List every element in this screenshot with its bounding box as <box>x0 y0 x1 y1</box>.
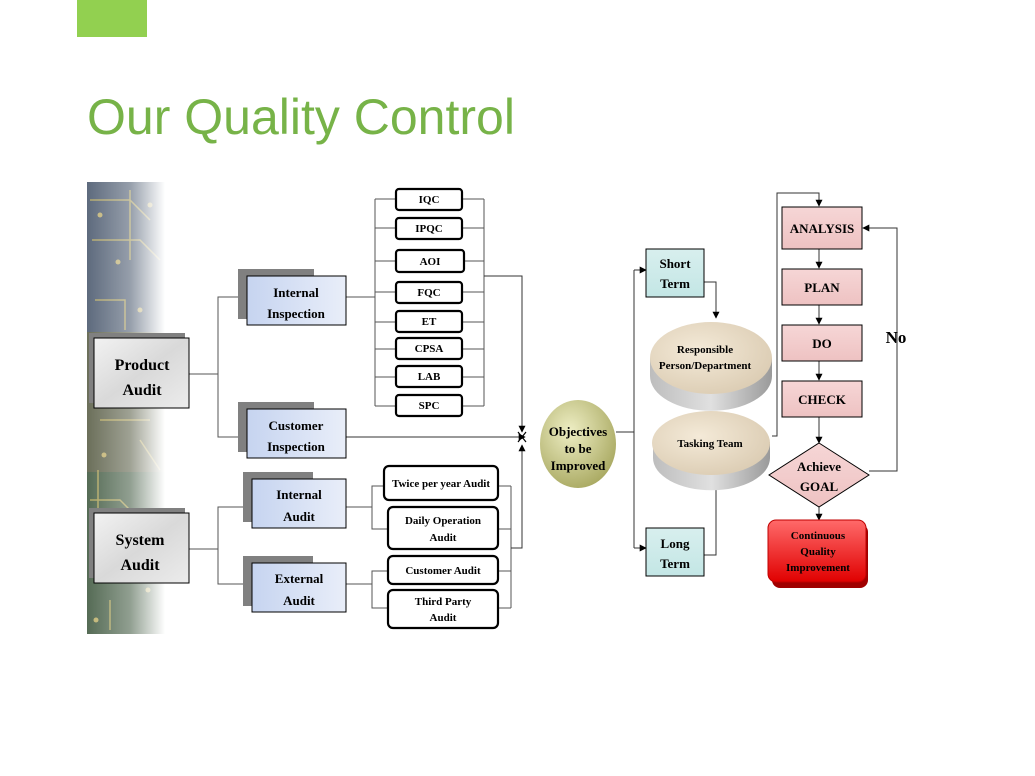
objectives-line3: Improved <box>551 458 606 473</box>
objectives-node: Objectives to be Improved <box>540 400 616 488</box>
responsible-disc: Responsible Person/Department <box>650 322 772 411</box>
check-label-ipqc: IPQC <box>415 223 443 235</box>
internal-inspection-line2: Inspection <box>267 306 326 321</box>
external-audit-line2: Audit <box>283 593 315 608</box>
analysis-label: ANALYSIS <box>790 221 855 236</box>
check-box: CHECK <box>781 380 863 418</box>
check-box-et: ET <box>394 309 464 334</box>
check-label-fqc: FQC <box>417 287 440 299</box>
customer-inspection-line2: Inspection <box>267 439 326 454</box>
check-label-spc: SPC <box>419 400 440 412</box>
tasking-team-disc: Tasking Team <box>652 411 770 491</box>
achieve-goal-line2: GOAL <box>800 479 839 494</box>
daily-operation-line2: Audit <box>430 532 457 544</box>
do-label: DO <box>812 336 832 351</box>
check-box-iqc: IQC <box>394 187 464 212</box>
twice-per-year-audit-label: Twice per year Audit <box>392 478 490 490</box>
product-audit-box: Product Audit <box>89 333 190 409</box>
objectives-line2: to be <box>564 441 591 456</box>
product-audit-line1: Product <box>115 357 170 374</box>
external-audit-box: External Audit <box>243 556 347 613</box>
continuous-improvement-line1: Continuous <box>791 530 846 542</box>
check-box-ipqc: IPQC <box>394 216 464 241</box>
customer-audit-label: Customer Audit <box>405 565 481 577</box>
plan-box: PLAN <box>781 268 863 306</box>
check-box-fqc: FQC <box>394 280 464 305</box>
internal-inspection-box: Internal Inspection <box>238 269 347 326</box>
third-party-line2: Audit <box>430 612 457 624</box>
external-audit-line1: External <box>275 571 324 586</box>
daily-operation-line1: Daily Operation <box>405 515 481 527</box>
check-label-aoi: AOI <box>420 256 441 268</box>
do-box: DO <box>781 324 863 362</box>
continuous-improvement-line2: Quality <box>800 546 836 558</box>
analysis-box: ANALYSIS <box>781 206 863 250</box>
slide-title: Our Quality Control <box>87 89 515 145</box>
system-audit-line2: Audit <box>120 557 160 574</box>
short-term-box: Short Term <box>645 248 705 298</box>
product-audit-line2: Audit <box>122 382 162 399</box>
long-term-line2: Term <box>660 556 690 571</box>
diagram-content: Product Audit System Audit Internal Insp… <box>89 187 907 630</box>
check-label: CHECK <box>798 392 847 407</box>
accent-bar <box>77 0 147 37</box>
system-audit-line1: System <box>116 532 166 549</box>
objectives-line1: Objectives <box>549 424 607 439</box>
continuous-improvement-box: Continuous Quality Improvement <box>767 519 868 588</box>
system-audit-box: System Audit <box>89 508 190 584</box>
long-term-line1: Long <box>661 536 690 551</box>
short-term-line2: Term <box>660 276 690 291</box>
check-box-aoi: AOI <box>394 248 466 274</box>
check-label-lab: LAB <box>418 371 441 383</box>
internal-audit-box: Internal Audit <box>243 472 347 529</box>
check-box-spc: SPC <box>394 393 464 418</box>
plan-label: PLAN <box>804 280 840 295</box>
junction-mark <box>517 431 527 443</box>
check-label-et: ET <box>422 316 437 328</box>
customer-inspection-line1: Customer <box>269 418 324 433</box>
no-label: No <box>886 328 907 347</box>
continuous-improvement-line3: Improvement <box>786 562 850 574</box>
third-party-line1: Third Party <box>415 596 472 608</box>
customer-audit-box: Customer Audit <box>386 554 500 586</box>
tasking-team-label: Tasking Team <box>677 438 742 450</box>
third-party-audit-box: Third Party Audit <box>386 588 500 630</box>
customer-inspection-box: Customer Inspection <box>238 402 347 459</box>
responsible-line2: Person/Department <box>659 360 752 372</box>
responsible-line1: Responsible <box>677 344 733 356</box>
check-box-cpsa: CPSA <box>394 336 464 361</box>
twice-per-year-audit-box: Twice per year Audit <box>382 464 500 502</box>
check-box-lab: LAB <box>394 364 464 389</box>
long-term-box: Long Term <box>645 527 705 577</box>
internal-audit-line2: Audit <box>283 509 315 524</box>
daily-operation-audit-box: Daily Operation Audit <box>386 505 500 551</box>
check-label-cpsa: CPSA <box>415 343 444 355</box>
internal-inspection-line1: Internal <box>273 285 319 300</box>
internal-audit-line1: Internal <box>276 487 322 502</box>
short-term-line1: Short <box>659 256 691 271</box>
achieve-goal-diamond: Achieve GOAL <box>768 442 870 508</box>
achieve-goal-line1: Achieve <box>797 459 841 474</box>
check-label-iqc: IQC <box>419 194 440 206</box>
